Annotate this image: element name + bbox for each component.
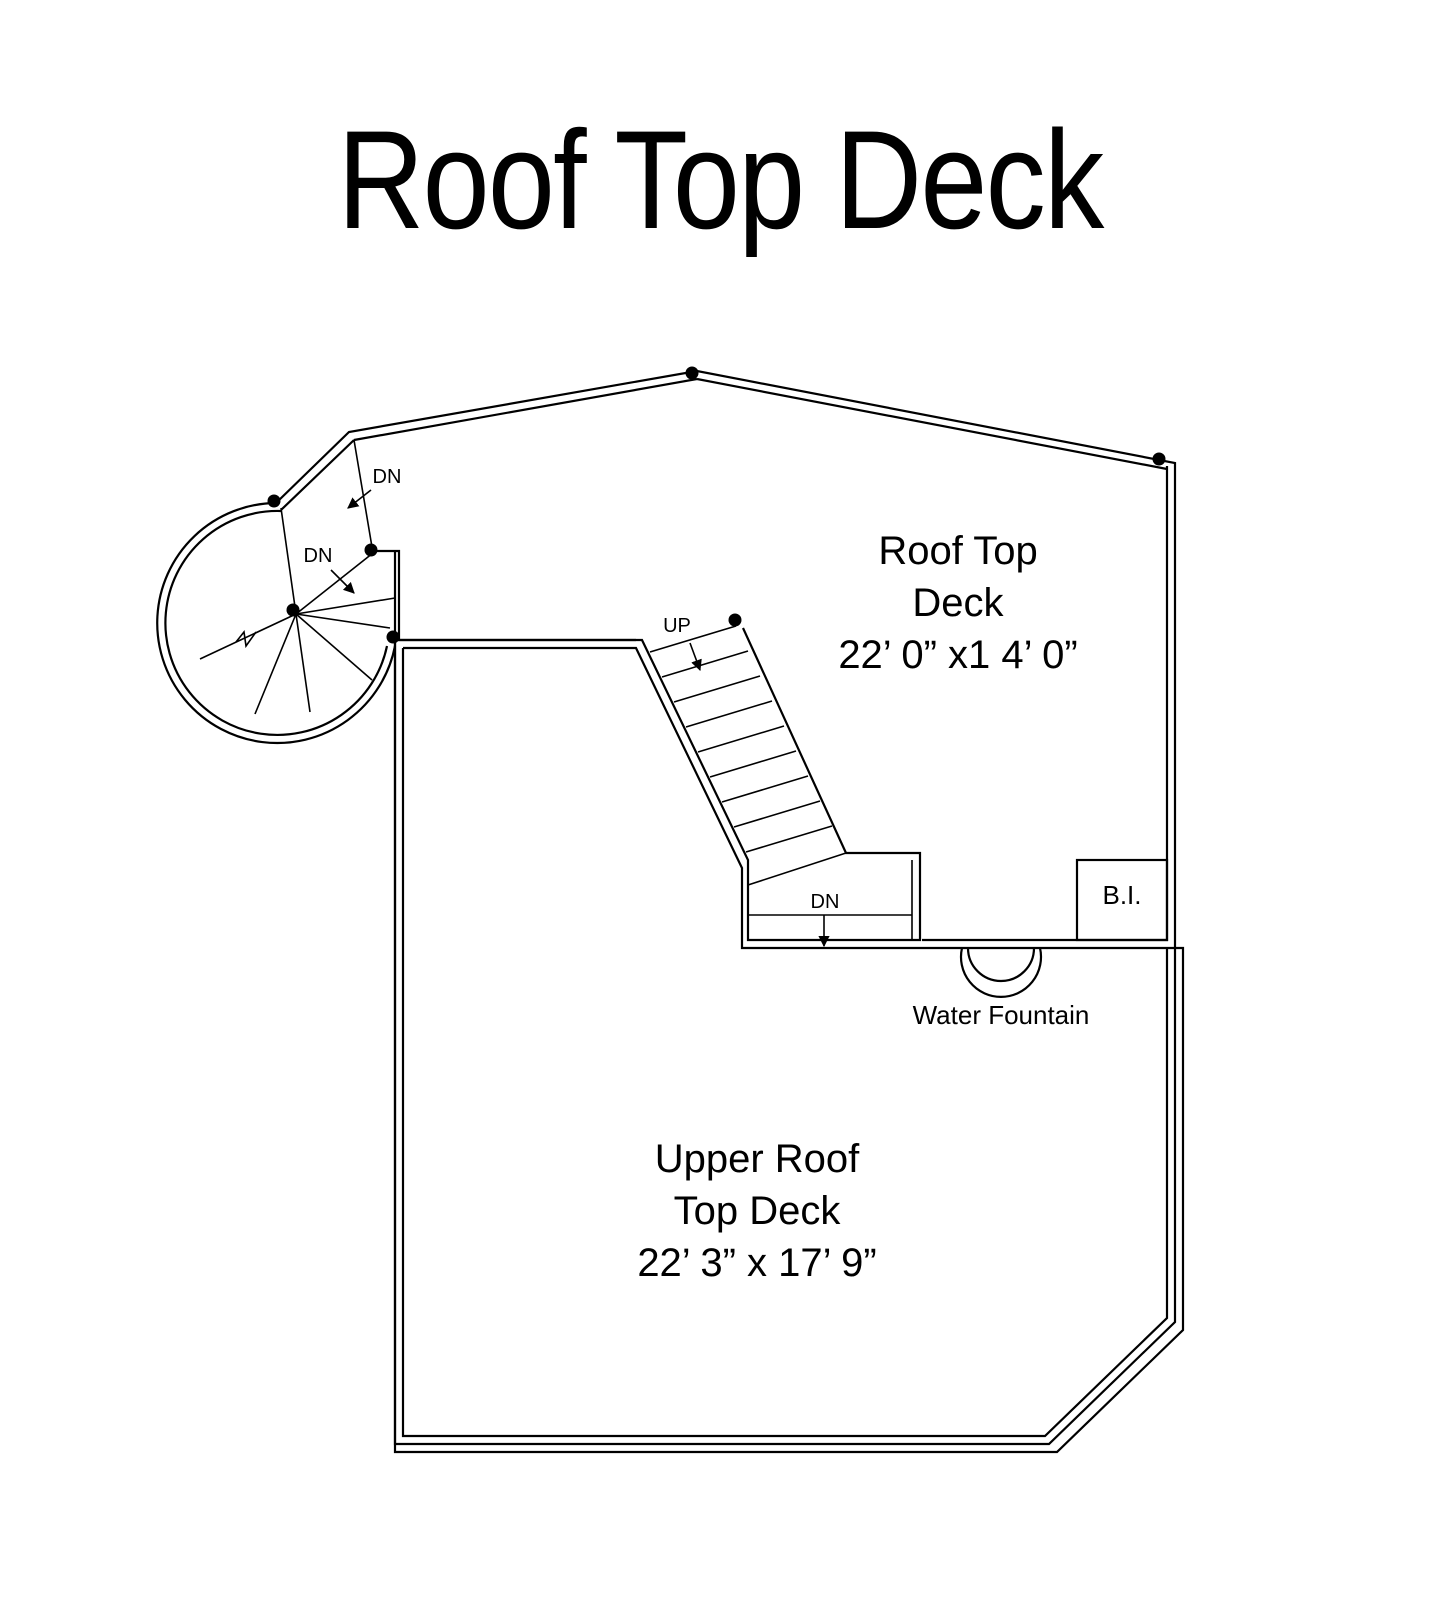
spiral-tread: [295, 613, 373, 681]
up-label-straight: UP: [663, 615, 691, 637]
spiral-tread: [280, 507, 297, 615]
spiral-tread: [199, 613, 297, 660]
water-fountain-label: Water Fountain: [913, 1000, 1090, 1030]
room-name-line2: Top Deck: [674, 1189, 842, 1233]
spiral-inner-arc: [164, 509, 389, 736]
water-fountain: Water Fountain: [913, 947, 1090, 1030]
page-title: Roof Top Deck: [337, 101, 1104, 258]
stair-tread: [685, 700, 773, 728]
corner-node: [685, 366, 699, 380]
room-roof-top-deck: Roof Top Deck 22’ 0” x1 4’ 0”: [838, 529, 1077, 677]
dn-arrow-upper-landing: [347, 489, 372, 509]
spiral-tread: [295, 613, 391, 629]
corner-nodes: [267, 366, 1166, 644]
water-fountain-inner-arc: [966, 947, 1036, 983]
corner-node: [286, 603, 300, 617]
dn-label-lower: DN: [811, 891, 840, 913]
built-in-fixture: B.I.: [1075, 858, 1169, 942]
lower-deck-walls: [393, 638, 1185, 1454]
stair-tread: [697, 725, 785, 753]
lower-deck-inner-wall: [401, 648, 1169, 1438]
upper-deck-inner-north-wall: [696, 377, 1168, 471]
spiral-tread: [295, 613, 311, 713]
spiral-outer-arc: [156, 501, 397, 745]
up-arrow-straight: [689, 642, 702, 672]
spiral-tread: [295, 552, 374, 615]
corner-node: [267, 494, 281, 508]
room-dimensions: 22’ 0” x1 4’ 0”: [838, 633, 1077, 677]
corner-node: [386, 630, 400, 644]
lower-deck-outer-wall: [393, 640, 1185, 1454]
spiral-tread: [254, 613, 297, 715]
stair-tread: [745, 825, 833, 853]
corner-node: [728, 613, 742, 627]
room-name-line1: Upper Roof: [655, 1137, 860, 1181]
stair-tread: [721, 775, 809, 803]
dn-label-spiral: DN: [304, 545, 333, 567]
spiral-break-mark: [235, 630, 257, 649]
room-name-line2: Deck: [912, 581, 1004, 625]
dn-label-upper-landing: DN: [373, 466, 402, 488]
dn-arrow-spiral: [330, 569, 355, 594]
room-name-line1: Roof Top: [878, 529, 1037, 573]
stair-tread: [733, 800, 821, 828]
stair-tread: [709, 750, 797, 778]
corner-node: [1152, 452, 1166, 466]
built-in-label: B.I.: [1102, 880, 1141, 910]
stair-tread: [661, 650, 749, 678]
straight-staircase: [649, 625, 913, 940]
built-in-box: [1075, 858, 1169, 942]
spiral-tread: [295, 597, 396, 615]
corner-node: [364, 543, 378, 557]
stair-tread: [747, 852, 847, 886]
spiral-staircase: [156, 439, 397, 745]
upper-deck-inner-diagonal-wall: [280, 439, 355, 511]
stair-tread: [649, 625, 737, 653]
lower-deck-top-wall: [403, 646, 922, 950]
room-dimensions: 22’ 3” x 17’ 9”: [637, 1241, 876, 1285]
water-fountain-outer-arc: [959, 947, 1043, 998]
stair-annotations: DN DN UP DN: [304, 466, 840, 948]
stair-tread: [673, 675, 761, 703]
upper-deck-inner-nw-wall: [353, 377, 698, 442]
upper-deck-inner-wall: [371, 549, 922, 942]
room-upper-roof-top-deck: Upper Roof Top Deck 22’ 3” x 17’ 9”: [637, 1137, 876, 1285]
